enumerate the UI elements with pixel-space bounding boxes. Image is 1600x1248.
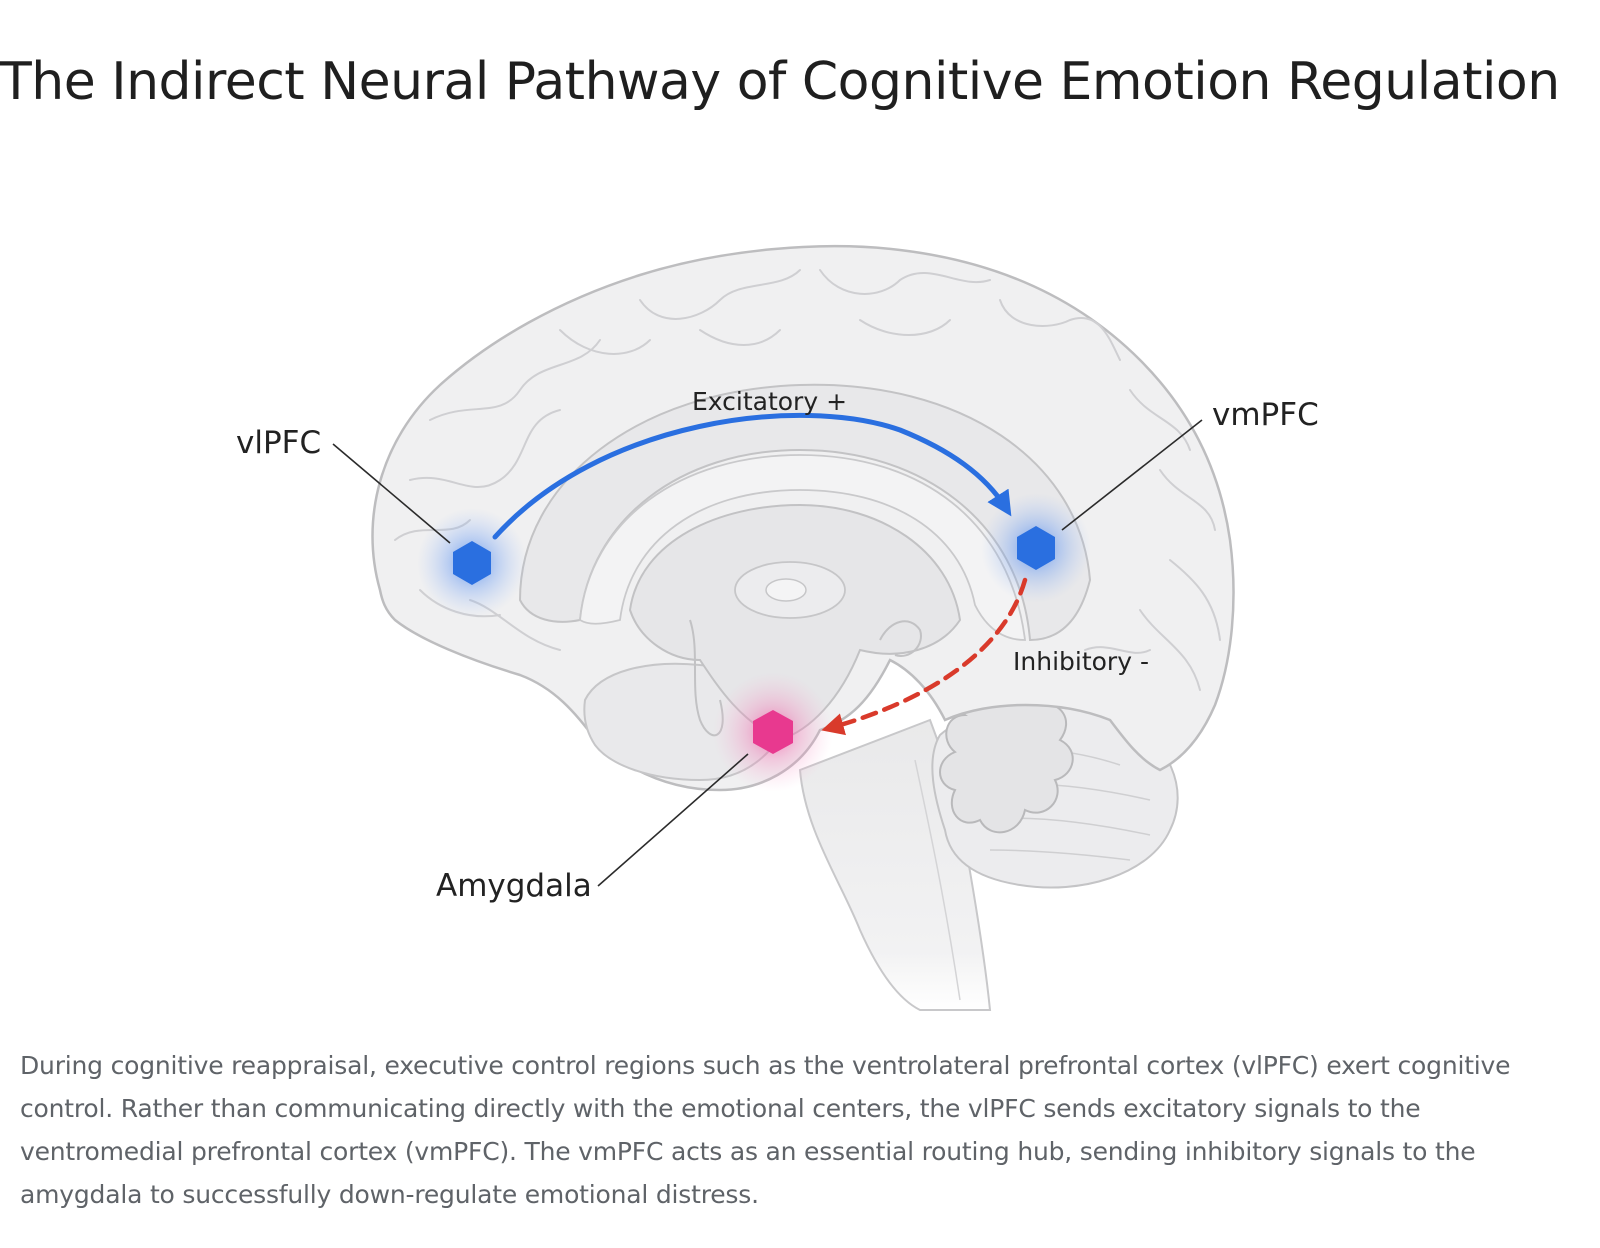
page-title: The Indirect Neural Pathway of Cognitive… bbox=[0, 52, 1560, 112]
inhibitory-arrow bbox=[821, 577, 1028, 736]
vlpfc-label: vlPFC bbox=[236, 425, 321, 461]
figure-caption: During cognitive reappraisal, executive … bbox=[20, 1051, 1511, 1209]
brain-diagram: vlPFC vmPFC Amygdala Excitatory + Inhibi… bbox=[236, 244, 1319, 1011]
vmpfc-node bbox=[1017, 526, 1055, 570]
vmpfc-label: vmPFC bbox=[1212, 397, 1319, 433]
amygdala-label: Amygdala bbox=[436, 868, 592, 904]
vmpfc-leader bbox=[1061, 419, 1203, 531]
amygdala-leader bbox=[597, 753, 749, 887]
excitatory-label: Excitatory + bbox=[692, 387, 847, 416]
amygdala-node bbox=[753, 710, 793, 754]
vlpfc-leader bbox=[332, 443, 451, 544]
excitatory-arrow bbox=[492, 412, 1012, 540]
inhibitory-label: Inhibitory - bbox=[1013, 647, 1149, 676]
vlpfc-node bbox=[453, 541, 491, 585]
